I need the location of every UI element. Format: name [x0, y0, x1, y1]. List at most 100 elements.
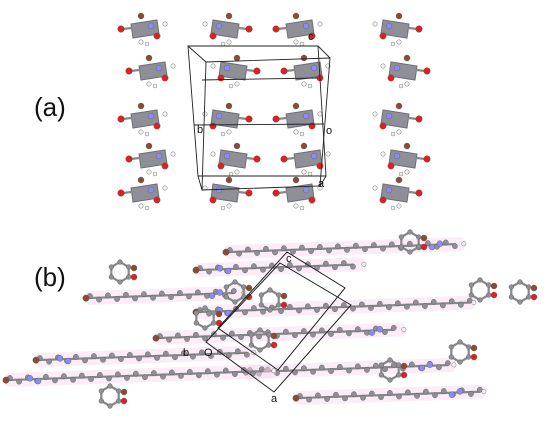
axis-label-b-b: b	[183, 347, 189, 359]
carbon-atom	[378, 362, 384, 368]
oxygen-atom	[490, 291, 498, 299]
hydrogen-atom	[404, 169, 410, 175]
molecule	[210, 142, 261, 177]
hydrogen-atom	[390, 131, 396, 137]
carbon-atom	[266, 342, 272, 348]
carbon-atom	[306, 396, 312, 403]
molecule	[292, 384, 487, 405]
hydrogen-atom	[396, 129, 402, 135]
oxygen-atom	[117, 25, 125, 33]
carbon-atom	[407, 229, 413, 235]
carbon-atom	[292, 332, 298, 339]
molecule	[192, 257, 367, 277]
carbon-atom	[332, 264, 338, 271]
panel-a-packing	[117, 12, 431, 211]
carbon-atom	[256, 333, 262, 340]
carbon-atom	[425, 240, 431, 246]
oxygen-atom	[153, 32, 161, 40]
carbon-atom	[409, 361, 415, 368]
bromine-atom	[120, 388, 128, 396]
carbon-atom	[398, 234, 404, 240]
oxygen-atom	[415, 115, 423, 123]
nitrogen-atom	[216, 289, 224, 296]
molecule	[202, 176, 253, 211]
oxygen-atom	[420, 243, 428, 251]
carbon-atom	[398, 244, 404, 250]
hydrogen-atom	[228, 171, 234, 177]
bromine-atom	[270, 332, 278, 340]
carbon-atom	[248, 332, 254, 338]
carbon-atom	[206, 268, 212, 275]
carbon-atom	[387, 390, 393, 396]
molecule	[2, 363, 277, 387]
carbon-atom	[258, 302, 264, 308]
carbon-atom	[145, 351, 151, 358]
aromatic-ring	[108, 259, 138, 285]
carbon-atom	[43, 373, 49, 380]
carbon-atom	[151, 370, 157, 376]
hydrogen-atom	[398, 171, 404, 177]
carbon-atom	[423, 388, 429, 395]
nitrogen-atom	[368, 329, 376, 336]
carbon-atom	[184, 336, 190, 342]
carbon-atom	[16, 378, 22, 385]
molecule	[117, 102, 168, 137]
carbon-atom	[378, 372, 384, 378]
molecule	[202, 12, 253, 47]
bromine-atom	[2, 376, 10, 384]
carbon-atom	[226, 352, 232, 359]
carbon-atom	[186, 293, 192, 300]
oxygen-atom	[272, 115, 280, 123]
carbon-atom	[359, 301, 365, 308]
bromine-atom	[292, 102, 300, 110]
bromine-atom	[400, 362, 408, 370]
oxygen-atom	[470, 353, 478, 361]
aromatic-ring	[448, 339, 478, 365]
aromatic-ring	[398, 229, 428, 255]
oxygen-atom	[153, 196, 161, 204]
carbon-atom	[457, 339, 463, 345]
bromine-atom	[470, 344, 478, 352]
bromine-atom	[490, 282, 498, 290]
hydrogen-atom	[361, 261, 367, 267]
carbon-atom	[486, 282, 492, 288]
carbon-atom	[353, 242, 359, 249]
hydrogen-atom	[228, 83, 234, 89]
carbon-atom	[202, 305, 208, 311]
carbon-atom	[310, 369, 316, 375]
carbon-atom	[233, 263, 239, 270]
nitrogen-atom	[456, 388, 464, 395]
carbon-atom	[319, 364, 325, 371]
carbon-atom	[382, 329, 388, 335]
carbon-atom	[124, 375, 130, 381]
aromatic-ring	[258, 287, 288, 313]
oxygen-atom	[217, 162, 225, 170]
carbon-atom	[468, 292, 474, 298]
hydrogen-atom	[461, 241, 467, 247]
carbon-atom	[299, 244, 305, 251]
oxygen-atom	[245, 293, 253, 301]
hydrogen-atom	[202, 21, 208, 27]
carbon-atom	[205, 368, 211, 374]
molecule	[222, 236, 467, 259]
carbon-atom	[292, 369, 298, 376]
carbon-atom	[468, 391, 474, 397]
unit-cell-a	[187, 45, 331, 191]
nitrogen-atom	[155, 64, 163, 72]
bromine-atom	[137, 102, 145, 110]
nitrogen-atom	[64, 357, 72, 365]
carbon-atom	[245, 246, 251, 253]
oxygen-atom	[387, 162, 395, 170]
bromine-atom	[137, 176, 145, 184]
carbon-atom	[477, 386, 483, 393]
nitrogen-atom	[448, 391, 456, 398]
nitrogen-atom	[302, 186, 310, 194]
hydrogen-atom	[307, 83, 313, 89]
carbon-atom	[441, 388, 447, 394]
molecule	[372, 12, 423, 47]
molecule	[125, 142, 176, 177]
oxygen-atom	[272, 189, 280, 197]
carbon-atom	[355, 326, 361, 332]
nitrogen-atom	[393, 64, 401, 72]
oxygen-atom	[209, 196, 217, 204]
